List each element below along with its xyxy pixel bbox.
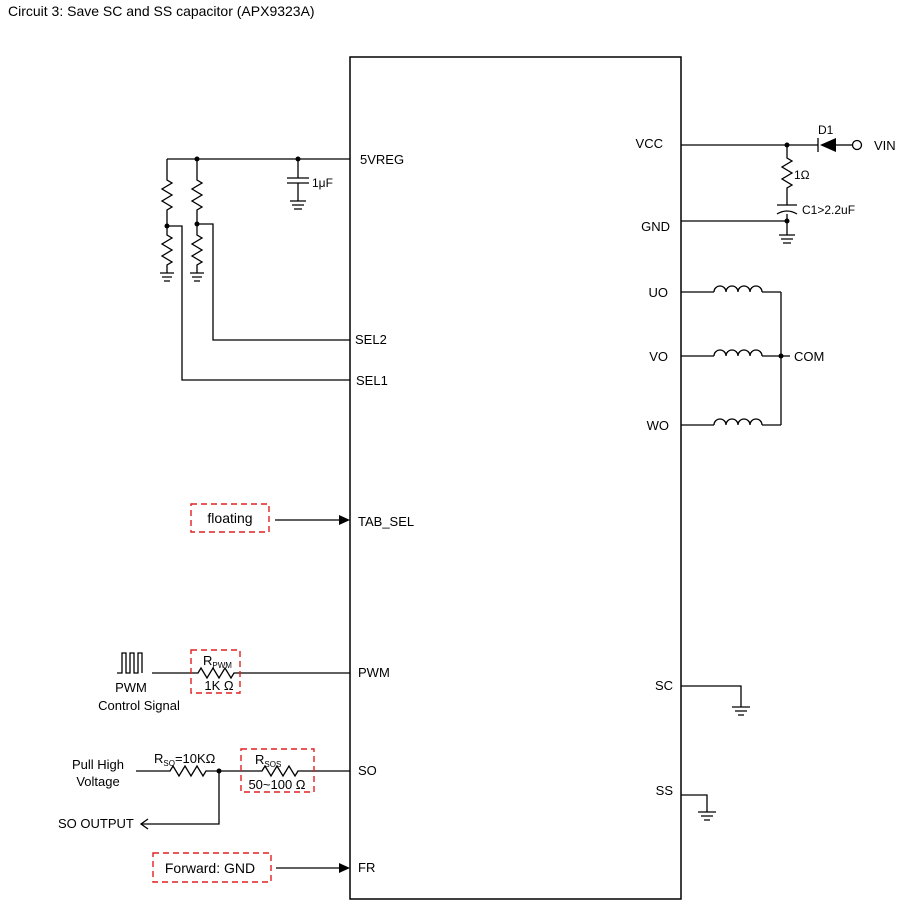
pin-fr: FR [358, 860, 375, 875]
pin-ss: SS [656, 783, 674, 798]
c1-label: C1>2.2uF [802, 203, 855, 217]
pin-vo: VO [649, 349, 668, 364]
pwm-signal-line1: PWM [115, 680, 147, 695]
pin-wo: WO [647, 418, 669, 433]
motor-coils: COM [681, 285, 824, 426]
r-vcc-label: 1Ω [794, 168, 810, 182]
pin-sel1: SEL1 [356, 373, 388, 388]
com-label: COM [794, 349, 824, 364]
tab-sel-floating: floating [190, 503, 350, 533]
pull-high-line2: Voltage [76, 774, 119, 789]
rsos-value: 50~100 Ω [248, 777, 305, 792]
forward-gnd-label: Forward: GND [165, 860, 255, 876]
pin-5vreg: 5VREG [360, 152, 404, 167]
pin-pwm: PWM [358, 665, 390, 680]
pin-gnd: GND [641, 219, 670, 234]
cap-5vreg-label: 1μF [312, 176, 333, 190]
so-output-label: SO OUTPUT [58, 816, 134, 831]
rpwm-label: RPWM [203, 653, 232, 670]
rso-label: RSO=10KΩ [154, 751, 216, 768]
diagram-title: Circuit 3: Save SC and SS capacitor (APX… [8, 3, 315, 19]
pin-sc: SC [655, 678, 673, 693]
pin-sel2: SEL2 [355, 332, 387, 347]
pwm-input: PWM Control Signal RPWM 1K Ω [98, 649, 350, 713]
pin-so: SO [358, 763, 377, 778]
sc-ss-grounds [681, 685, 750, 821]
fr-input: Forward: GND [152, 852, 350, 883]
so-network: Pull High Voltage RSO=10KΩ RSOS 50~100 Ω… [58, 748, 350, 831]
ic-body [349, 56, 682, 900]
pin-vcc: VCC [636, 136, 663, 151]
pull-high-line1: Pull High [72, 757, 124, 772]
pin-tab-sel: TAB_SEL [358, 514, 414, 529]
rsos-label: RSOS [255, 752, 281, 769]
rpwm-value: 1K Ω [204, 678, 234, 693]
pwm-signal-line2: Control Signal [98, 698, 180, 713]
5vreg-network: 1μF [160, 156, 350, 381]
floating-label: floating [207, 510, 252, 526]
diode-d1-label: D1 [818, 123, 834, 137]
vcc-network: D1 VIN 1Ω C1>2.2uF [681, 123, 896, 244]
vin-label: VIN [874, 138, 896, 153]
pin-uo: UO [649, 285, 669, 300]
